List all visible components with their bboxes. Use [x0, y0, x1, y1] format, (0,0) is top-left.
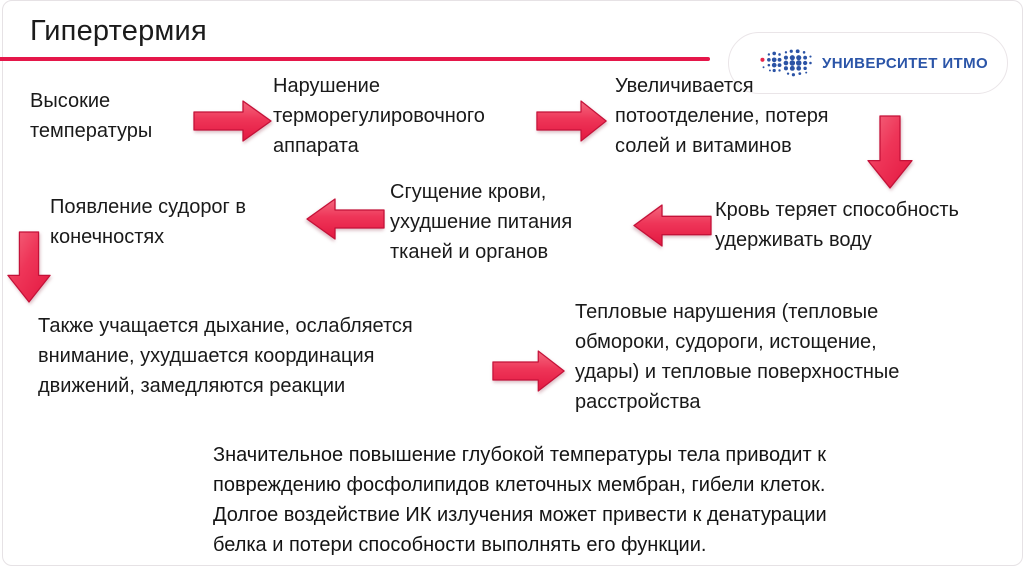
- node-heat-disorders: Тепловые нарушения (тепловые обмороки, с…: [575, 301, 900, 413]
- node-sweating-increase: Увеличивается потоотделение, потеря соле…: [615, 75, 829, 157]
- node-high-temperatures: Высокие температуры: [30, 90, 153, 142]
- arrow-right-icon: [193, 100, 272, 142]
- arrow-left-icon: [633, 204, 712, 247]
- arrow-left-icon: [306, 198, 385, 240]
- itmo-logo-text: УНИВЕРСИТЕТ ИТМО: [822, 54, 989, 72]
- node-blood-water-loss: Кровь теряет способность удерживать воду: [715, 199, 959, 251]
- itmo-logo: УНИВЕРСИТЕТ ИТМО: [728, 32, 1008, 94]
- node-blood-thickening: Сгущение крови, ухудшение питания тканей…: [390, 181, 573, 263]
- title-underline: [0, 57, 710, 61]
- slide-title: Гипертермия: [30, 15, 207, 47]
- node-breathing-coordination: Также учащается дыхание, ослабляется вни…: [38, 315, 413, 397]
- node-limb-cramps: Появление судорог в конечностях: [50, 196, 247, 248]
- arrow-right-icon: [536, 100, 607, 142]
- node-thermoregulation-failure: Нарушение терморегулировочного аппарата: [273, 75, 485, 157]
- arrow-down-icon: [7, 231, 51, 303]
- footer-paragraph: Значительное повышение глубокой температ…: [213, 444, 827, 556]
- arrow-down-icon: [867, 115, 913, 189]
- arrow-right-icon: [492, 350, 565, 392]
- itmo-dots-icon: [760, 49, 812, 77]
